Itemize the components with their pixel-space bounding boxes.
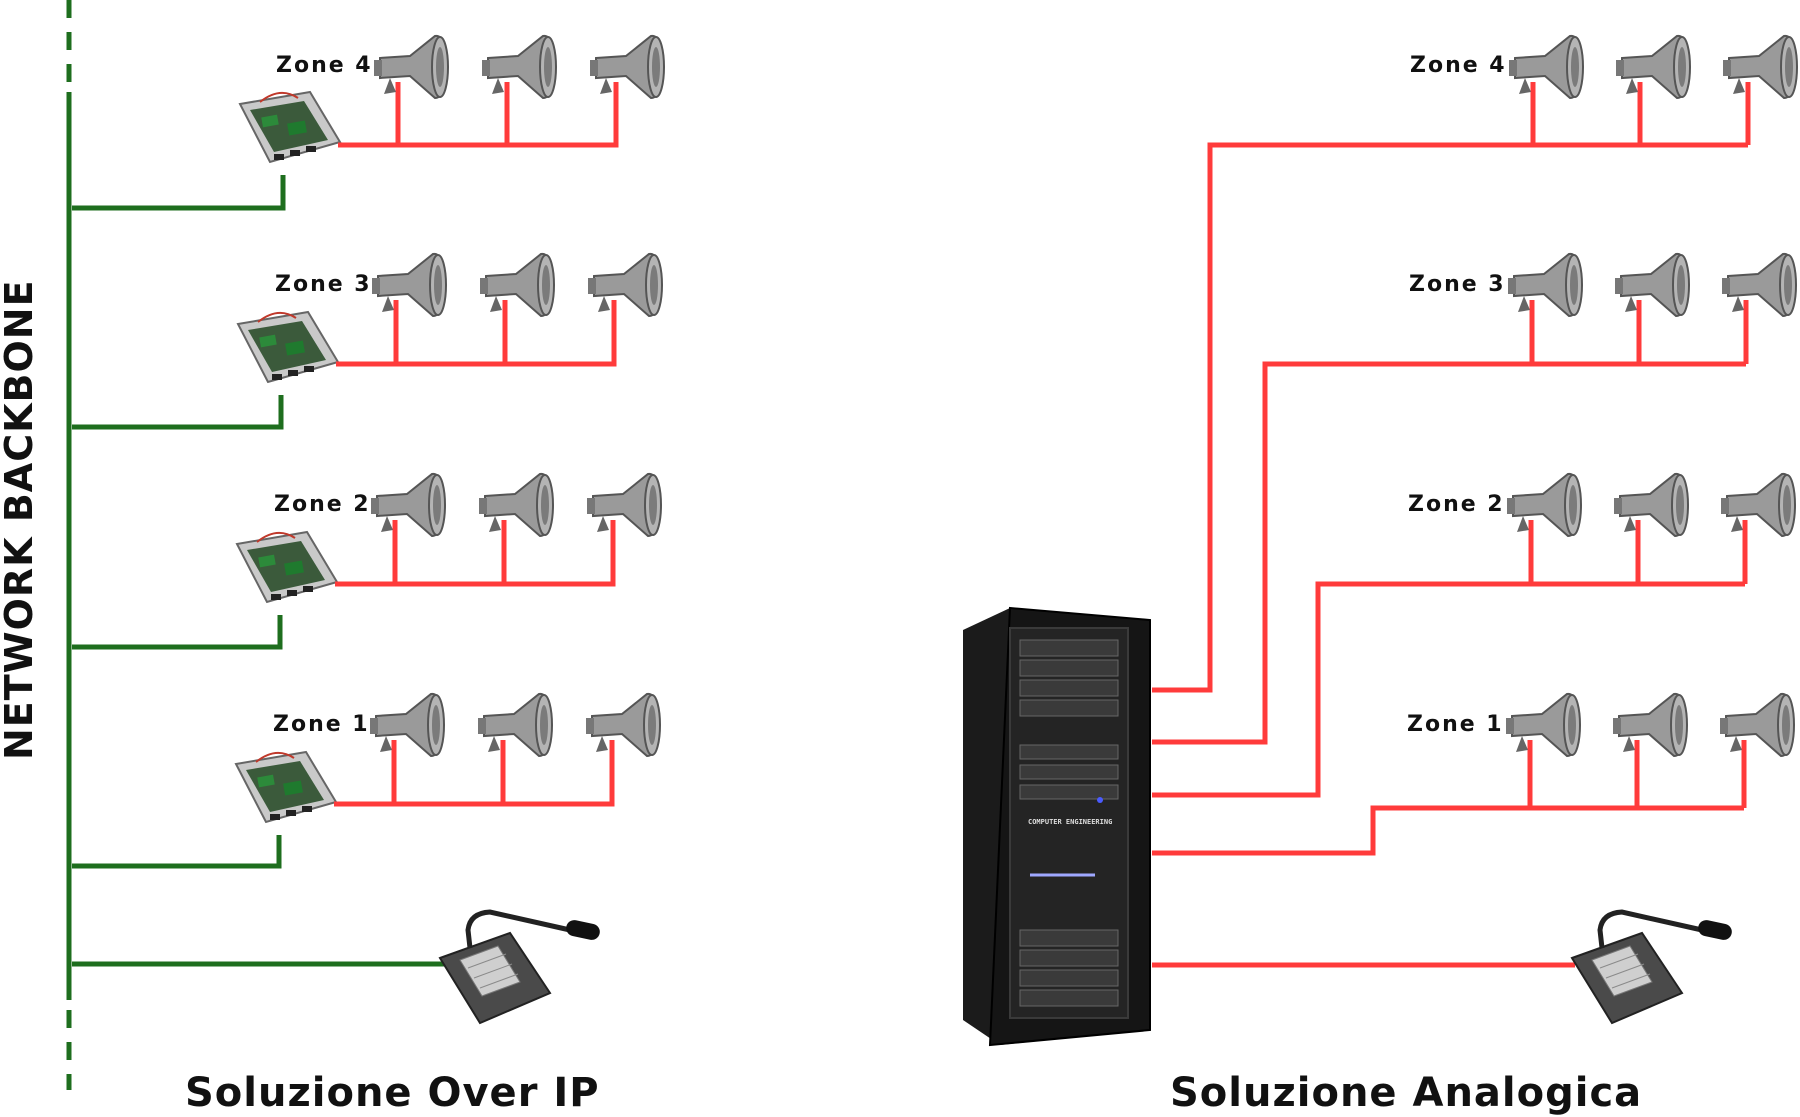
right-zone-label: Zone 3: [1409, 272, 1506, 297]
horn-speaker-icon: [1505, 692, 1581, 757]
horn-speaker-icon: [1722, 34, 1798, 99]
analog-wiring: [1152, 82, 1751, 968]
left-zone-label: Zone 3: [275, 272, 372, 297]
horn-speaker-icon: [477, 692, 553, 757]
caption-over-ip: Soluzione Over IP: [185, 1070, 600, 1116]
right-zone-label: Zone 4: [1410, 53, 1507, 78]
horn-speaker-icon: [479, 252, 555, 317]
left-zone-4: Zone 4: [239, 34, 665, 163]
ip-amplifier-module: [235, 751, 337, 823]
right-zone-label: Zone 1: [1407, 712, 1504, 737]
backbone-label: NETWORK BACKBONE: [0, 279, 41, 760]
right-zone-label: Zone 2: [1408, 492, 1505, 517]
horn-speaker-icon: [373, 34, 449, 99]
horn-speaker-icon: [1721, 252, 1797, 317]
horn-speaker-icon: [369, 692, 445, 757]
ip-amplifier-module: [236, 531, 338, 603]
horn-speaker-icon: [1719, 692, 1795, 757]
network-backbone: [66, 0, 445, 1090]
ip-amplifier-module: [239, 91, 341, 163]
horn-speaker-icon: [370, 472, 446, 537]
horn-speaker-icon: [371, 252, 447, 317]
right-zone-2: Zone 2: [1408, 472, 1796, 537]
horn-speaker-icon: [1720, 472, 1796, 537]
server-rack-icon: COMPUTER ENGINEERING: [963, 606, 1151, 1047]
horn-speaker-icon: [481, 34, 557, 99]
horn-speaker-icon: [1507, 252, 1583, 317]
horn-speaker-icon: [1615, 34, 1691, 99]
paging-microphone-icon: [1572, 912, 1733, 1023]
horn-speaker-icon: [1614, 252, 1690, 317]
left-zone-2: Zone 2: [236, 472, 662, 603]
right-zone-4: Zone 4: [1410, 34, 1798, 99]
horn-speaker-icon: [1506, 472, 1582, 537]
left-zone-3: Zone 3: [237, 252, 663, 383]
right-zone-3: Zone 3: [1409, 252, 1797, 317]
horn-speaker-icon: [1508, 34, 1584, 99]
horn-speaker-icon: [586, 472, 662, 537]
right-zone-1: Zone 1: [1407, 692, 1795, 757]
horn-speaker-icon: [1613, 472, 1689, 537]
left-zone-label: Zone 2: [274, 492, 371, 517]
left-zone-1: Zone 1: [235, 692, 661, 823]
left-zone-label: Zone 1: [273, 712, 370, 737]
horn-speaker-icon: [1612, 692, 1688, 757]
left-zone-label: Zone 4: [276, 53, 373, 78]
horn-speaker-icon: [589, 34, 665, 99]
ip-amplifier-module: [237, 311, 339, 383]
rack-label: COMPUTER ENGINEERING: [1028, 818, 1112, 826]
paging-microphone-icon: [440, 912, 601, 1023]
horn-speaker-icon: [585, 692, 661, 757]
caption-analog: Soluzione Analogica: [1170, 1070, 1642, 1116]
horn-speaker-icon: [478, 472, 554, 537]
horn-speaker-icon: [587, 252, 663, 317]
